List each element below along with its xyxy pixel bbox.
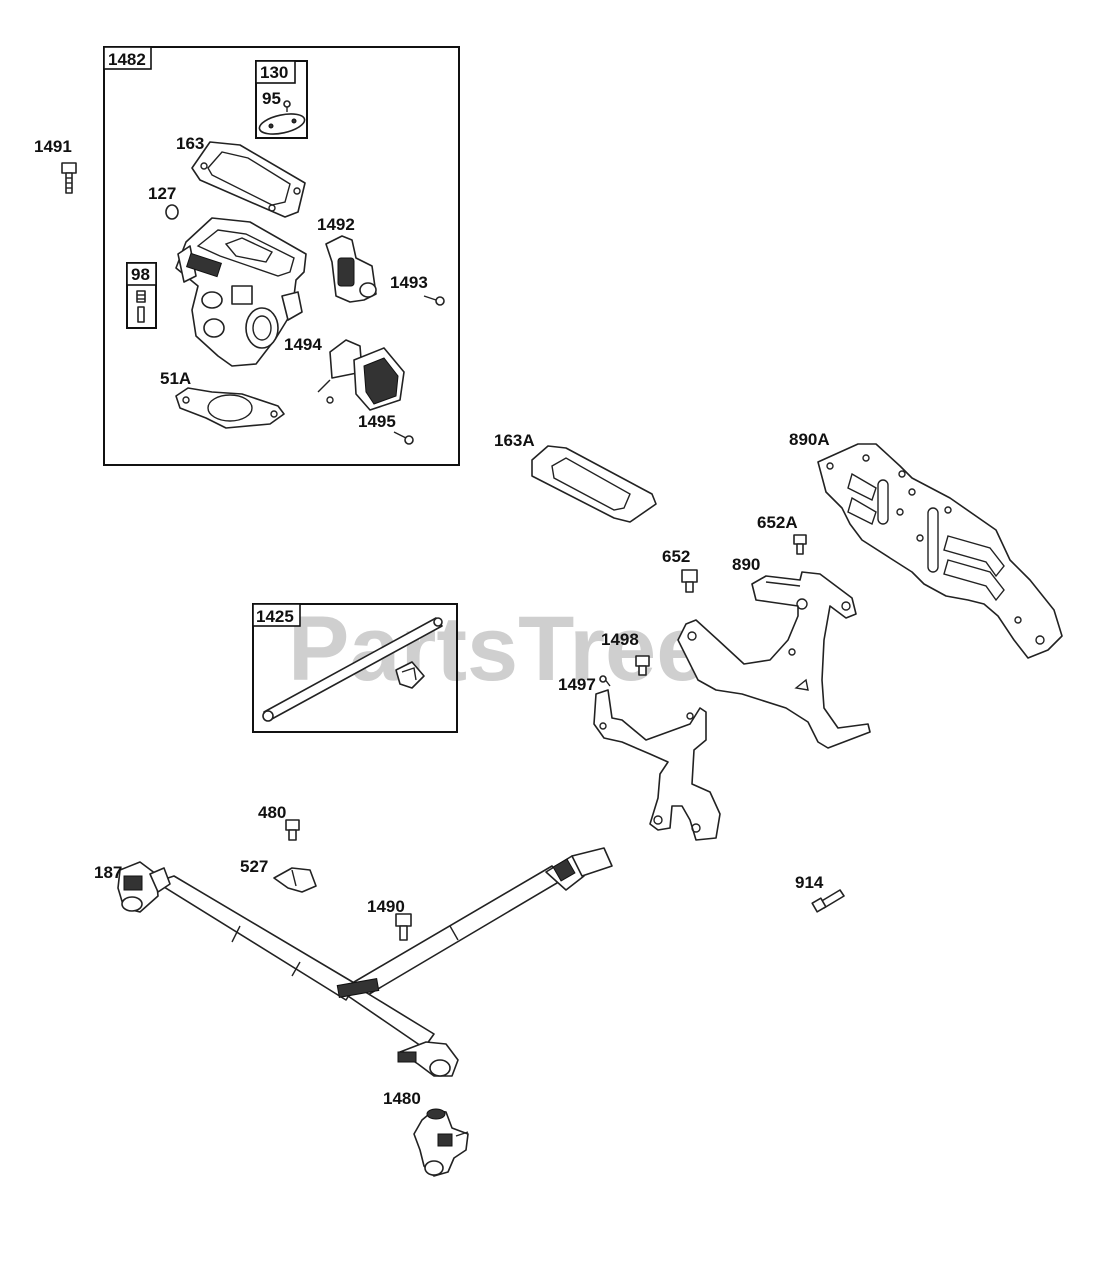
label-1492: 1492 bbox=[317, 215, 355, 234]
label-1494: 1494 bbox=[284, 335, 322, 354]
label-480: 480 bbox=[258, 803, 286, 822]
screw-95-icon bbox=[283, 100, 291, 112]
gasket-163-icon bbox=[191, 141, 306, 218]
screw-652-icon bbox=[681, 569, 698, 593]
valve-1494-icon bbox=[317, 339, 405, 411]
screw-1490-icon bbox=[395, 913, 412, 941]
label-187: 187 bbox=[94, 863, 122, 882]
plate-130-icon bbox=[258, 113, 306, 135]
bracket-1497-icon bbox=[593, 675, 721, 841]
pin-98-icon bbox=[137, 306, 145, 323]
fuel-hose-assembly-icon bbox=[117, 847, 613, 1077]
clip-527-icon bbox=[273, 867, 317, 893]
o-ring-127-icon bbox=[165, 204, 179, 220]
label-1490: 1490 bbox=[367, 897, 405, 916]
label-652A: 652A bbox=[757, 513, 798, 532]
label-95: 95 bbox=[262, 89, 281, 108]
label-163: 163 bbox=[176, 134, 204, 153]
label-1497: 1497 bbox=[558, 675, 596, 694]
screw-1495-icon bbox=[393, 431, 414, 445]
kit-label-98: 98 bbox=[131, 265, 150, 284]
kit-label-1482: 1482 bbox=[108, 50, 146, 69]
spring-98-icon bbox=[136, 290, 146, 303]
screw-480-icon bbox=[285, 819, 300, 841]
kit-box-130: 130 95 bbox=[255, 60, 308, 139]
label-1480: 1480 bbox=[383, 1089, 421, 1108]
kit-box-1482: 1482 bbox=[103, 46, 460, 466]
clip-1425-icon bbox=[395, 661, 425, 689]
kit-box-1425: 1425 bbox=[252, 603, 458, 733]
label-652: 652 bbox=[662, 547, 690, 566]
bracket-890-icon bbox=[677, 571, 871, 749]
label-527: 527 bbox=[240, 857, 268, 876]
bracket-890A-icon bbox=[817, 443, 1063, 659]
kit-label-1425: 1425 bbox=[256, 607, 294, 626]
bolt-914-icon bbox=[811, 889, 845, 913]
label-914: 914 bbox=[795, 873, 824, 892]
label-1493: 1493 bbox=[390, 273, 428, 292]
label-890A: 890A bbox=[789, 430, 830, 449]
screw-652A-icon bbox=[793, 534, 807, 555]
label-1495: 1495 bbox=[358, 412, 396, 431]
label-1498: 1498 bbox=[601, 630, 639, 649]
bolt-1491-icon bbox=[61, 162, 77, 194]
label-163A: 163A bbox=[494, 431, 535, 450]
sensor-1492-icon bbox=[325, 235, 377, 303]
watermark-text: PartsTree bbox=[288, 598, 707, 700]
screw-1493-icon bbox=[423, 295, 445, 306]
throttle-body-icon bbox=[175, 217, 307, 367]
screw-1498-icon bbox=[635, 655, 650, 676]
label-51A: 51A bbox=[160, 369, 191, 388]
label-127: 127 bbox=[148, 184, 176, 203]
connector-1480-icon bbox=[413, 1108, 469, 1177]
kit-label-130: 130 bbox=[260, 63, 288, 82]
kit-box-98: 98 bbox=[126, 262, 157, 329]
gasket-51A-icon bbox=[175, 387, 285, 429]
label-1491: 1491 bbox=[34, 137, 72, 156]
gasket-163A-icon bbox=[531, 445, 657, 523]
label-890: 890 bbox=[732, 555, 760, 574]
